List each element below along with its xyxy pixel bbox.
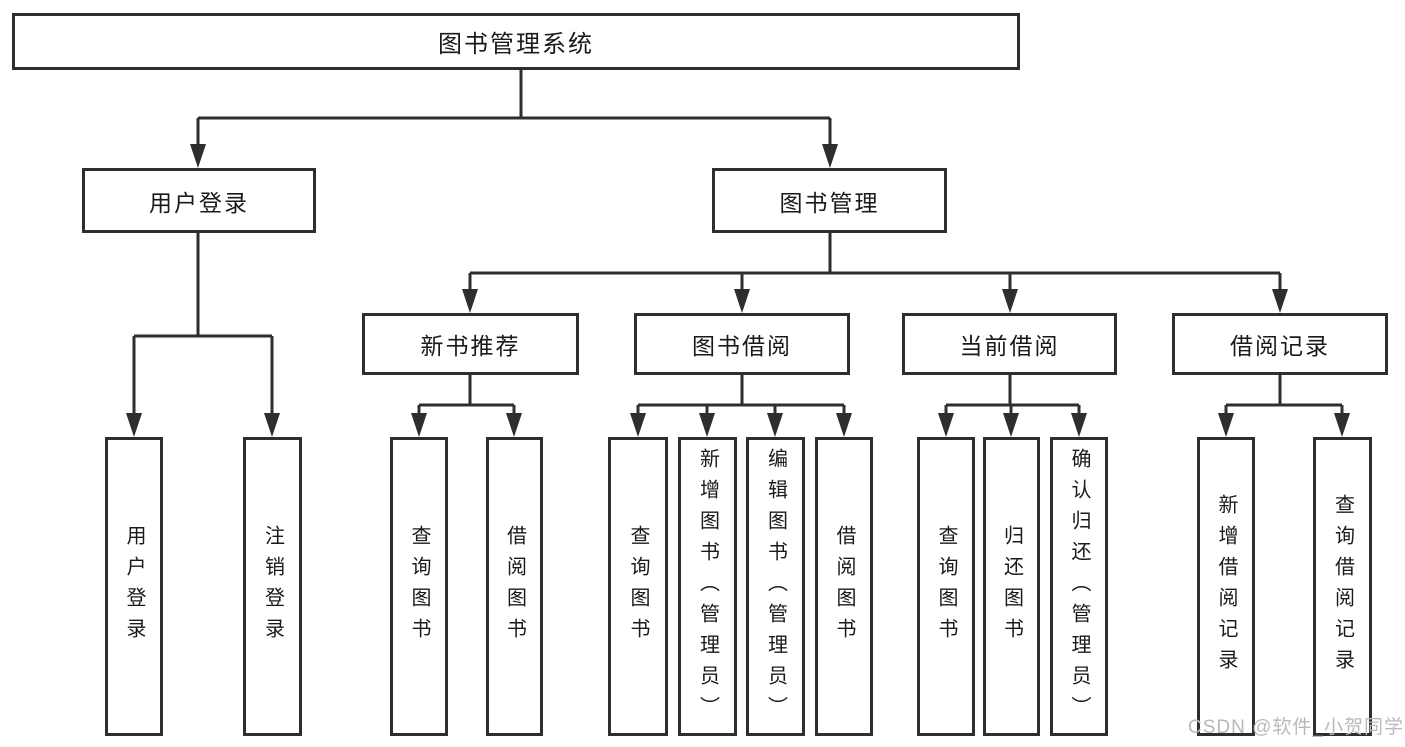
arrowhead — [1218, 413, 1234, 437]
leaf-borrow-books-recommend: 借阅图书 — [486, 437, 543, 736]
leaf-add-borrow-record: 新增借阅记录 — [1197, 437, 1255, 736]
leaf-query-books-recommend: 查询图书 — [390, 437, 448, 736]
arrowhead — [1334, 413, 1350, 437]
connector-line — [468, 233, 1282, 295]
arrowhead — [734, 289, 750, 313]
arrowhead — [506, 413, 522, 437]
node-book-borrowing: 图书借阅 — [634, 313, 850, 375]
leaf-user-login: 用户登录 — [105, 437, 163, 736]
leaf-query-books-borrowing: 查询图书 — [608, 437, 668, 736]
node-current-borrowing: 当前借阅 — [902, 313, 1117, 375]
arrowhead — [822, 144, 838, 168]
leaf-return-books: 归还图书 — [983, 437, 1040, 736]
arrowhead — [411, 413, 427, 437]
node-user-login: 用户登录 — [82, 168, 316, 233]
arrowhead — [938, 413, 954, 437]
connector-line — [636, 375, 846, 419]
leaf-query-books-current: 查询图书 — [917, 437, 975, 736]
arrowhead — [836, 413, 852, 437]
arrowhead — [1003, 413, 1019, 437]
connector-line — [196, 70, 832, 150]
leaf-confirm-return-admin: 确认归还（管理员） — [1050, 437, 1108, 736]
arrowhead — [462, 289, 478, 313]
watermark: CSDN @软件_小贺同学 — [1188, 717, 1404, 738]
connector-line — [417, 375, 516, 419]
arrowhead — [190, 144, 206, 168]
arrowhead — [767, 413, 783, 437]
arrowhead — [1272, 289, 1288, 313]
connector-line — [132, 233, 274, 419]
connector-line — [944, 375, 1081, 419]
leaf-add-book-admin: 新增图书（管理员） — [678, 437, 737, 736]
leaf-query-borrow-record: 查询借阅记录 — [1313, 437, 1372, 736]
node-root: 图书管理系统 — [12, 13, 1020, 70]
arrowhead — [1002, 289, 1018, 313]
arrowhead — [126, 413, 142, 437]
leaf-borrow-books: 借阅图书 — [815, 437, 873, 736]
leaf-edit-book-admin: 编辑图书（管理员） — [746, 437, 805, 736]
connector-line — [1224, 375, 1344, 419]
leaf-logout: 注销登录 — [243, 437, 302, 736]
arrowhead — [264, 413, 280, 437]
arrowhead — [630, 413, 646, 437]
arrowhead — [699, 413, 715, 437]
arrowhead — [1071, 413, 1087, 437]
node-new-book-recommend: 新书推荐 — [362, 313, 579, 375]
node-borrowing-records: 借阅记录 — [1172, 313, 1388, 375]
node-book-management: 图书管理 — [712, 168, 947, 233]
